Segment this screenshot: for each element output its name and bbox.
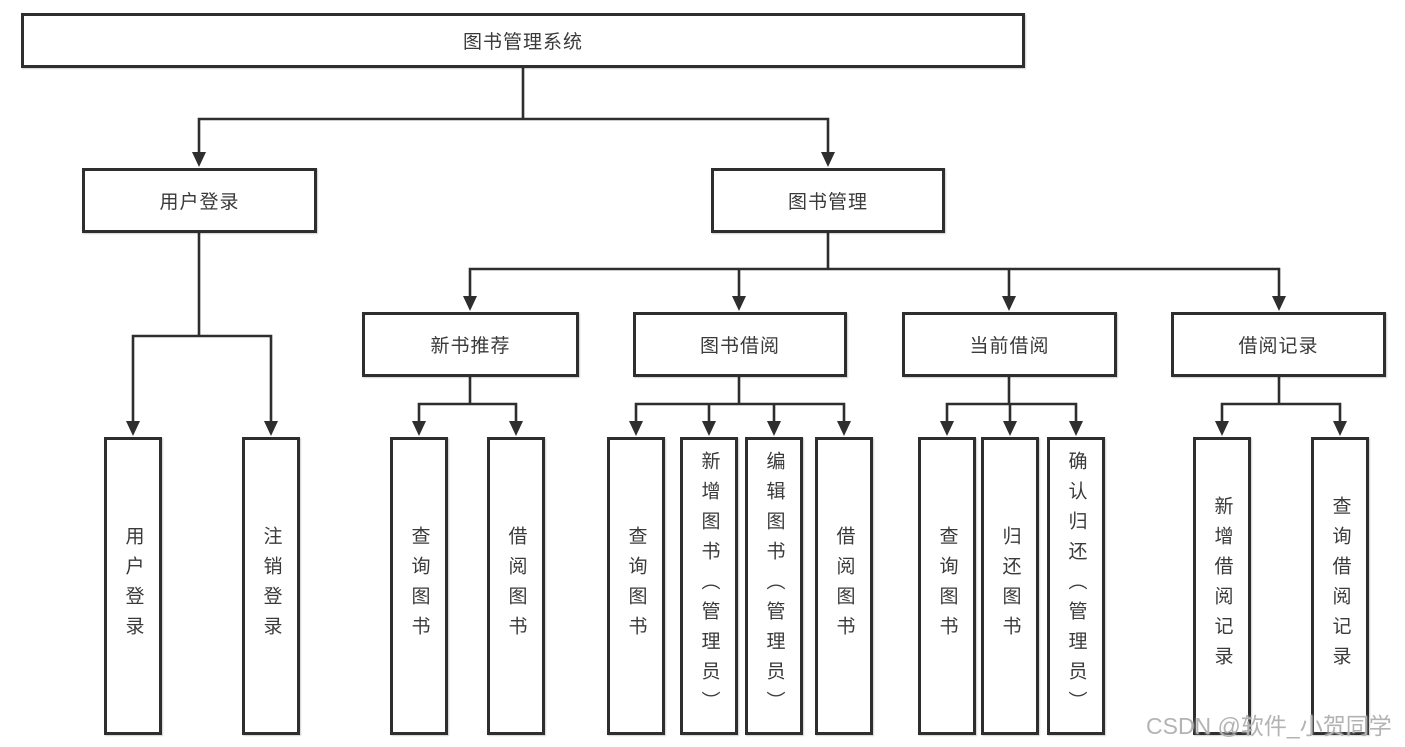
leaf-query-book-rec-label: 查询图书: [408, 526, 430, 646]
node-new-book-rec-label: 新书推荐: [430, 336, 511, 357]
leaf-return-book: 归还图书: [981, 437, 1039, 735]
leaf-query-book-current: 查询图书: [918, 437, 976, 735]
leaf-query-borrow-record-label: 查询借阅记录: [1329, 496, 1351, 676]
leaf-add-book-admin: 新增图书（管理员）: [680, 437, 738, 735]
node-current-borrow-label: 当前借阅: [969, 336, 1050, 357]
leaf-borrow-book-rec-label: 借阅图书: [505, 526, 527, 646]
leaf-add-borrow-record-label: 新增借阅记录: [1211, 496, 1233, 676]
connector-user-login-children: [131, 231, 273, 424]
leaf-query-book-rec: 查询图书: [390, 437, 448, 735]
leaf-borrow-book: 借阅图书: [815, 437, 873, 735]
node-borrow-record-label: 借阅记录: [1238, 336, 1319, 357]
connector-book-mgmt-children: [468, 231, 1281, 300]
node-book-mgmt: 图书管理: [711, 168, 945, 233]
node-root-label: 图书管理系统: [462, 32, 583, 53]
leaf-add-borrow-record: 新增借阅记录: [1193, 437, 1251, 735]
connector-borrow-record-children: [1220, 375, 1342, 424]
leaf-edit-book-admin-label: 编辑图书（管理员）: [763, 451, 785, 721]
node-new-book-rec: 新书推荐: [362, 312, 579, 377]
leaf-user-login-label: 用户登录: [122, 526, 144, 646]
leaf-edit-book-admin: 编辑图书（管理员）: [745, 437, 803, 735]
leaf-logout: 注销登录: [242, 437, 300, 735]
node-book-borrow-label: 图书借阅: [699, 336, 780, 357]
node-book-mgmt-label: 图书管理: [787, 192, 868, 213]
connector-current-borrow-children: [945, 375, 1078, 424]
node-user-login-label: 用户登录: [159, 192, 240, 213]
connector-new-book-rec-children: [417, 375, 518, 424]
leaf-add-book-admin-label: 新增图书（管理员）: [698, 451, 720, 721]
node-borrow-record: 借阅记录: [1171, 312, 1386, 377]
leaf-logout-label: 注销登录: [260, 526, 282, 646]
connector-root-to-level2: [197, 66, 830, 155]
leaf-user-login: 用户登录: [104, 437, 162, 735]
leaf-confirm-return-admin: 确认归还（管理员）: [1047, 437, 1105, 735]
csdn-watermark: CSDN @软件_小贺同学: [1146, 713, 1392, 739]
leaf-query-book-current-label: 查询图书: [936, 526, 958, 646]
leaf-borrow-book-label: 借阅图书: [833, 526, 855, 646]
leaf-borrow-book-rec: 借阅图书: [487, 437, 545, 735]
node-current-borrow: 当前借阅: [902, 312, 1117, 377]
node-book-borrow: 图书借阅: [633, 312, 847, 377]
node-user-login: 用户登录: [82, 168, 317, 233]
connector-book-borrow-children: [634, 375, 846, 424]
leaf-confirm-return-admin-label: 确认归还（管理员）: [1065, 451, 1087, 721]
leaf-query-book-borrow: 查询图书: [607, 437, 665, 735]
leaf-query-book-borrow-label: 查询图书: [625, 526, 647, 646]
leaf-return-book-label: 归还图书: [999, 526, 1021, 646]
node-root: 图书管理系统: [21, 13, 1025, 68]
leaf-query-borrow-record: 查询借阅记录: [1311, 437, 1369, 735]
